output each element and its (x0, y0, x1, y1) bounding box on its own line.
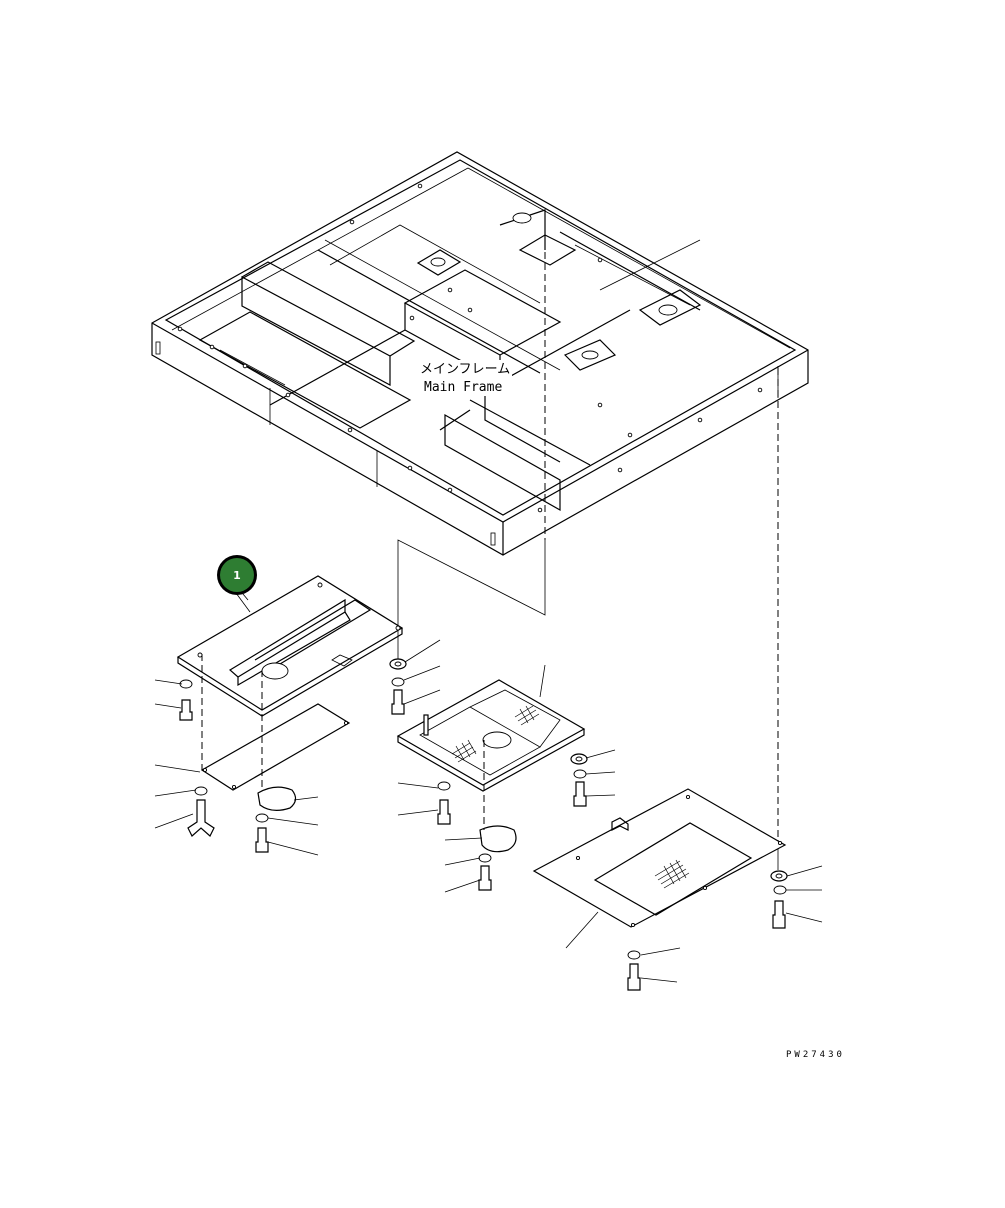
bolts (179, 689, 786, 991)
center-cover-plate (396, 664, 586, 830)
drawing-code: PW27430 (786, 1050, 845, 1060)
right-cover-plate (532, 788, 787, 949)
callout-1-number: 1 (233, 569, 241, 582)
left-cover-plate (176, 575, 404, 717)
assembly-lines (397, 230, 779, 870)
main-frame-label-jp: メインフレーム (420, 362, 510, 377)
leader-lines (154, 587, 823, 983)
main-frame-assembly: メインフレーム Main Frame (151, 151, 809, 556)
callout-1[interactable]: 1 (217, 555, 257, 595)
frame-holes (177, 183, 763, 513)
left-lower-plate (200, 654, 351, 791)
caps (257, 786, 517, 853)
main-frame-label-en: Main Frame (424, 380, 502, 395)
